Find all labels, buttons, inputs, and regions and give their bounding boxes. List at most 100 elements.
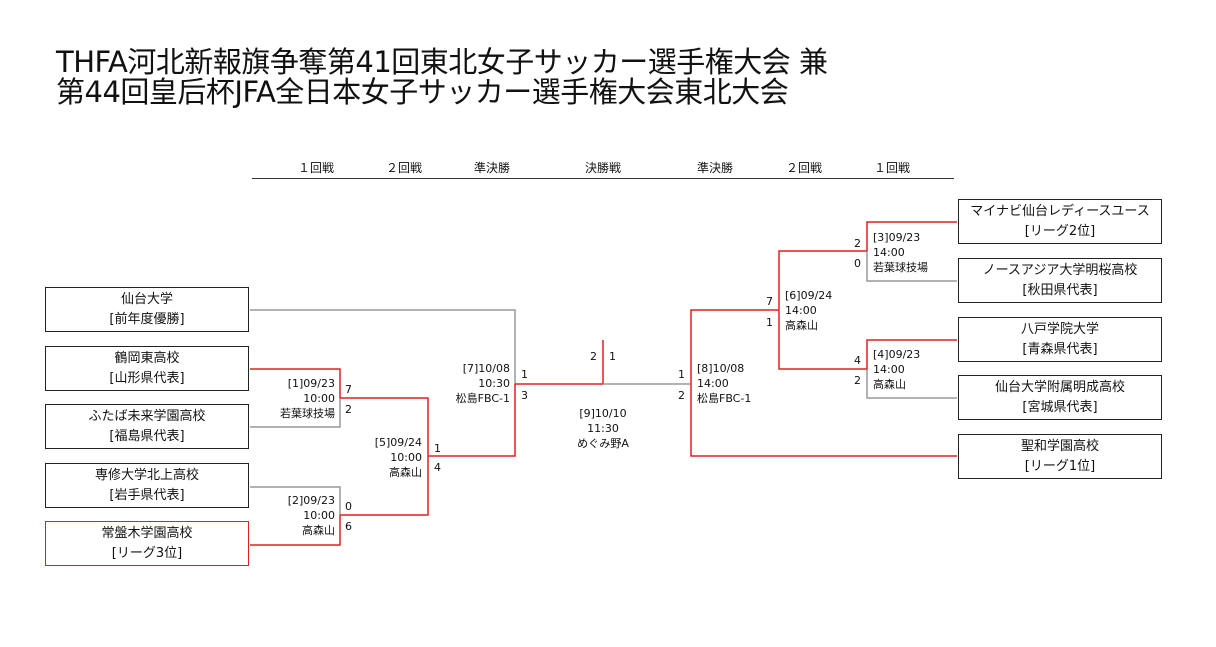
score-m6-bottom: 1 — [766, 316, 773, 329]
match-date: [4]09/23 — [873, 348, 921, 361]
score-m7-bottom: 3 — [521, 389, 528, 402]
line-tokiwagi-m2 — [250, 515, 341, 546]
score-m8-bottom: 2 — [678, 389, 685, 402]
match-time: 10:00 — [303, 392, 335, 405]
match-date: [2]09/23 — [287, 494, 335, 507]
team-name: 鶴岡東高校 — [114, 350, 180, 366]
match-date: [9]10/10 — [579, 407, 627, 420]
line-meisei-m4 — [866, 369, 957, 399]
team-note: [福島県代表] — [109, 428, 185, 444]
match-time: 11:30 — [587, 422, 619, 435]
match-venue: 若葉球技場 — [280, 407, 335, 420]
match-info-5: [5]09/24 10:00 高森山 — [375, 435, 422, 480]
score-m4-bottom: 2 — [854, 374, 861, 387]
line-m2-winner — [340, 456, 429, 516]
team-box-hachinohe: 八戸学院大学 [青森県代表] — [958, 317, 1162, 362]
line-m1-winner — [340, 397, 429, 456]
team-box-tokiwagi: 常盤木学園高校 [リーグ3位] — [45, 521, 249, 566]
line-tsuruoka-m1 — [250, 368, 341, 398]
match-venue: 若葉球技場 — [873, 261, 928, 274]
match-info-8: [8]10/08 14:00 松島FBC-1 — [697, 361, 751, 406]
match-info-6: [6]09/24 14:00 高森山 — [785, 288, 832, 333]
match-date: [7]10/08 — [462, 362, 510, 375]
team-note: [青森県代表] — [1022, 341, 1098, 357]
team-note: [リーグ3位] — [111, 545, 183, 561]
team-box-senshu: 専修大学北上高校 [岩手県代表] — [45, 463, 249, 508]
round-header-right-1: １回戦 — [873, 161, 910, 175]
match-info-final: [9]10/10 11:30 めぐみ野A — [563, 406, 643, 451]
score-m5-bottom: 4 — [434, 461, 441, 474]
team-name: 聖和学園高校 — [1020, 438, 1099, 454]
line-m6-winner — [690, 309, 779, 384]
line-m4-loser — [778, 310, 867, 370]
team-note: [山形県代表] — [109, 370, 185, 386]
tournament-title-line2: 第44回皇后杯JFA全日本女子サッカー選手権大会東北大会 — [56, 75, 789, 109]
match-date: [3]09/23 — [873, 231, 921, 244]
team-box-mynavi: マイナビ仙台レディースユース [リーグ2位] — [958, 199, 1162, 244]
line-sendai-to-semi — [250, 309, 516, 384]
team-name: 専修大学北上高校 — [94, 467, 199, 483]
score-m3-bottom: 0 — [854, 257, 861, 270]
match-time: 10:30 — [478, 377, 510, 390]
line-hachinohe-m4 — [866, 339, 957, 369]
line-northasia-m3 — [866, 251, 957, 282]
team-box-sendai: 仙台大学 [前年度優勝] — [45, 287, 249, 332]
round-header-left-1: １回戦 — [297, 161, 334, 175]
round-header-left-2: ２回戦 — [385, 161, 422, 175]
team-box-meisei: 仙台大学附属明成高校 [宮城県代表] — [958, 375, 1162, 420]
line-senshu-m2 — [250, 486, 341, 515]
team-box-seiwa: 聖和学園高校 [リーグ1位] — [958, 434, 1162, 479]
line-m5-winner — [428, 384, 516, 457]
match-date: [8]10/08 — [697, 362, 745, 375]
team-name: 八戸学院大学 — [1020, 321, 1099, 337]
team-name: 仙台大学 — [120, 291, 173, 307]
match-venue: 高森山 — [302, 524, 335, 537]
team-name: ふたば未来学園高校 — [88, 408, 206, 424]
round-header-final: 決勝戦 — [584, 161, 621, 175]
team-note: [宮城県代表] — [1022, 399, 1098, 415]
match-venue: めぐみ野A — [577, 437, 629, 450]
team-box-futaba: ふたば未来学園高校 [福島県代表] — [45, 404, 249, 449]
line-seiwa-to-semi — [690, 384, 957, 457]
team-note: [秋田県代表] — [1022, 282, 1098, 298]
score-final-right: 1 — [609, 350, 616, 363]
score-m4-top: 4 — [854, 354, 861, 367]
team-note: [リーグ2位] — [1024, 223, 1096, 239]
round-header-left-semi: 準決勝 — [473, 161, 510, 175]
team-name: マイナビ仙台レディースユース — [970, 203, 1150, 219]
team-note: [前年度優勝] — [109, 311, 185, 327]
line-m3-winner — [778, 250, 867, 310]
match-info-4: [4]09/23 14:00 高森山 — [873, 347, 920, 392]
match-venue: 高森山 — [785, 319, 818, 332]
score-m2-top: 0 — [345, 500, 352, 513]
line-mynavi-m3 — [866, 221, 957, 251]
team-name: 常盤木学園高校 — [101, 525, 193, 541]
score-m1-bottom: 2 — [345, 403, 352, 416]
match-info-1: [1]09/23 10:00 若葉球技場 — [280, 376, 335, 421]
match-time: 14:00 — [873, 363, 905, 376]
match-info-7: [7]10/08 10:30 松島FBC-1 — [456, 361, 510, 406]
score-m6-top: 7 — [766, 295, 773, 308]
team-box-tsuruoka: 鶴岡東高校 [山形県代表] — [45, 346, 249, 391]
score-final-left: 2 — [590, 350, 597, 363]
match-date: [5]09/24 — [374, 436, 422, 449]
team-note: [岩手県代表] — [109, 487, 185, 503]
score-m5-top: 1 — [434, 442, 441, 455]
score-m8-top: 1 — [678, 368, 685, 381]
match-venue: 高森山 — [873, 378, 906, 391]
match-time: 14:00 — [785, 304, 817, 317]
round-header-right-2: ２回戦 — [785, 161, 822, 175]
match-date: [6]09/24 — [785, 289, 833, 302]
team-note: [リーグ1位] — [1024, 458, 1096, 474]
match-venue: 松島FBC-1 — [455, 392, 510, 405]
match-time: 14:00 — [697, 377, 729, 390]
score-m7-top: 1 — [521, 368, 528, 381]
score-m3-top: 2 — [854, 237, 861, 250]
team-name: 仙台大学附属明成高校 — [994, 379, 1125, 395]
match-time: 10:00 — [390, 451, 422, 464]
header-divider — [252, 178, 954, 179]
line-futaba-m1 — [250, 398, 341, 428]
match-info-3: [3]09/23 14:00 若葉球技場 — [873, 230, 928, 275]
match-time: 14:00 — [873, 246, 905, 259]
